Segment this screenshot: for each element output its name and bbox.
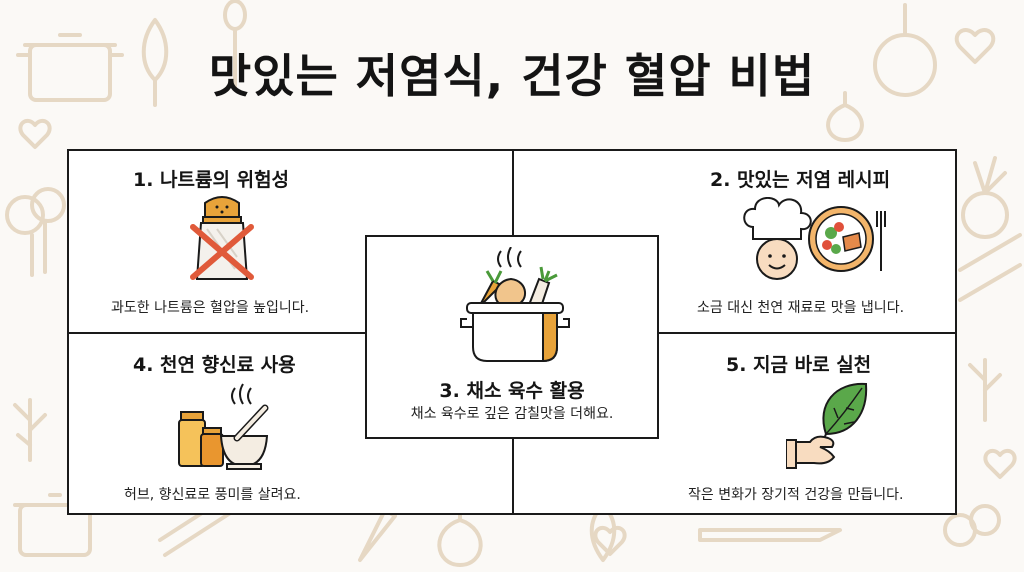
chef-with-plate-icon <box>743 197 886 280</box>
tip-card-low-salt-recipe: 2. 맛있는 저염 레시피 소금 대신 천연 재료로 맛을 냅니다. <box>514 151 957 332</box>
tip-description: 채소 육수로 깊은 감칠맛을 더해요. <box>410 406 614 422</box>
heart-doodle-icon <box>983 448 1017 479</box>
tip-card-vegetable-stock: 3. 채소 육수 활용 채소 육수로 깊은 감칠맛을 더해요. <box>365 235 659 439</box>
tip-description: 허브, 향신료로 풍미를 살려요. <box>124 487 301 503</box>
pan-doodle-icon <box>873 3 937 97</box>
spices-mortar-icon <box>178 383 269 470</box>
tip-title: 1. 나트륨의 위험성 <box>133 169 290 191</box>
heart-doodle-icon <box>18 118 52 149</box>
herb-doodle-icon <box>13 398 47 462</box>
spoon-doodle-icon <box>223 0 247 91</box>
heart-doodle-icon <box>954 28 996 64</box>
knife-doodle-icon <box>958 233 1022 302</box>
knife-doodle-icon <box>698 528 842 542</box>
tip-title: 3. 채소 육수 활용 <box>439 380 585 402</box>
pot-doodle-icon <box>16 33 124 102</box>
tip-description: 소금 대신 천연 재료로 맛을 냅니다. <box>697 300 905 316</box>
onion-doodle-icon <box>826 91 864 142</box>
tip-card-start-now: 5. 지금 바로 실천 작은 변화가 장기적 건강을 만듭니다. <box>514 334 957 515</box>
page-title: 맛있는 저염식, 건강 혈압 비법 <box>208 49 816 103</box>
salt-shaker-crossed-icon <box>190 196 254 280</box>
tip-description: 작은 변화가 장기적 건강을 만듭니다. <box>688 487 904 503</box>
carrot-doodle-icon <box>358 508 397 562</box>
heart-doodle-icon <box>593 525 627 556</box>
tip-title: 2. 맛있는 저염 레시피 <box>710 169 891 191</box>
hand-holding-leaf-icon <box>786 382 868 469</box>
broccoli-doodle-icon <box>943 504 1001 547</box>
tip-title: 4. 천연 향신료 사용 <box>133 354 296 376</box>
whisk-doodle-icon <box>141 18 169 107</box>
tip-card-natural-spices: 4. 천연 향신료 사용 허브, 향신료로 풍미를 살려요. <box>69 334 512 515</box>
tip-card-sodium-risk: 1. 나트륨의 위험성 과도한 나트륨은 혈압을 높입니다. <box>69 151 512 332</box>
tip-title: 5. 지금 바로 실천 <box>726 354 872 376</box>
vegetable-stock-pot-icon <box>460 247 570 363</box>
tip-description: 과도한 나트륨은 혈압을 높입니다. <box>111 300 310 316</box>
radish-doodle-icon <box>961 156 1009 239</box>
herb-doodle-icon <box>968 358 1002 422</box>
broccoli-doodle-icon <box>5 187 66 277</box>
